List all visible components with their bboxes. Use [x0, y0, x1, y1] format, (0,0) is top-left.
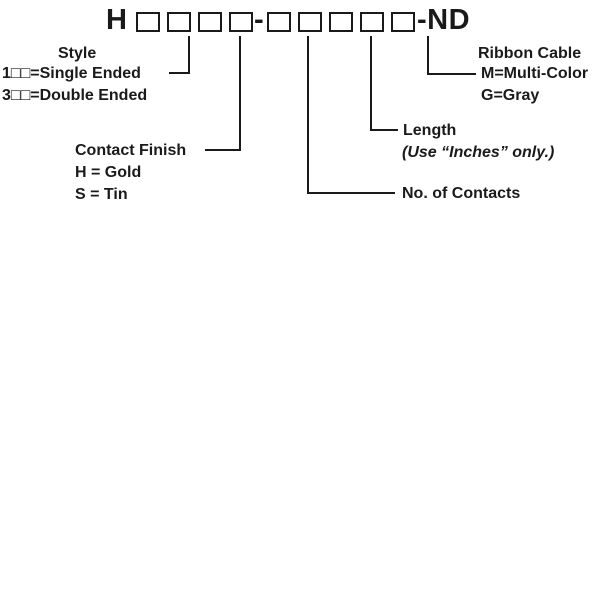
length-leader-vertical-line: [370, 36, 372, 131]
ribbon-cable-option-multicolor: M=Multi-Color: [481, 65, 589, 82]
part-number-placeholder-box: [229, 12, 253, 32]
style-option-double-ended: 3□□=Double Ended: [2, 87, 148, 104]
contact-finish-leader-horizontal-line: [205, 149, 241, 151]
ribbon-cable-leader-horizontal-line: [427, 73, 476, 75]
part-number-placeholder-box: [167, 12, 191, 32]
contact-finish-callout-title: Contact Finish: [75, 142, 187, 159]
contact-finish-option-gold: H = Gold: [75, 164, 142, 181]
style-option-single-ended: 1□□=Single Ended: [2, 65, 141, 82]
style-leader-vertical-line: [188, 36, 190, 74]
placeholder-box-group-1: [136, 12, 253, 32]
no-of-contacts-leader-vertical-line: [307, 36, 309, 194]
contact-finish-leader-vertical-line: [239, 36, 241, 151]
part-number-placeholder-box: [360, 12, 384, 32]
length-callout-note: (Use “Inches” only.): [402, 144, 555, 161]
part-number-placeholder-box: [298, 12, 322, 32]
ribbon-cable-leader-vertical-line: [427, 36, 429, 75]
part-number-placeholder-box: [136, 12, 160, 32]
length-leader-horizontal-line: [370, 129, 398, 131]
part-number-suffix: -ND: [417, 4, 471, 36]
no-of-contacts-leader-horizontal-line: [307, 192, 395, 194]
part-number-placeholder-box: [391, 12, 415, 32]
length-callout-title: Length: [403, 122, 457, 139]
ribbon-cable-callout-title: Ribbon Cable: [478, 45, 582, 62]
style-leader-horizontal-line: [169, 72, 190, 74]
ribbon-cable-option-gray: G=Gray: [481, 87, 540, 104]
part-number-placeholder-box: [198, 12, 222, 32]
part-number-placeholder-box: [329, 12, 353, 32]
part-number-prefix: H: [106, 4, 128, 36]
placeholder-box-group-2: [267, 12, 415, 32]
no-of-contacts-callout-title: No. of Contacts: [402, 185, 521, 202]
style-callout-title: Style: [58, 45, 97, 62]
contact-finish-option-tin: S = Tin: [75, 186, 128, 203]
part-number-separator: -: [254, 4, 265, 36]
part-number-placeholder-box: [267, 12, 291, 32]
